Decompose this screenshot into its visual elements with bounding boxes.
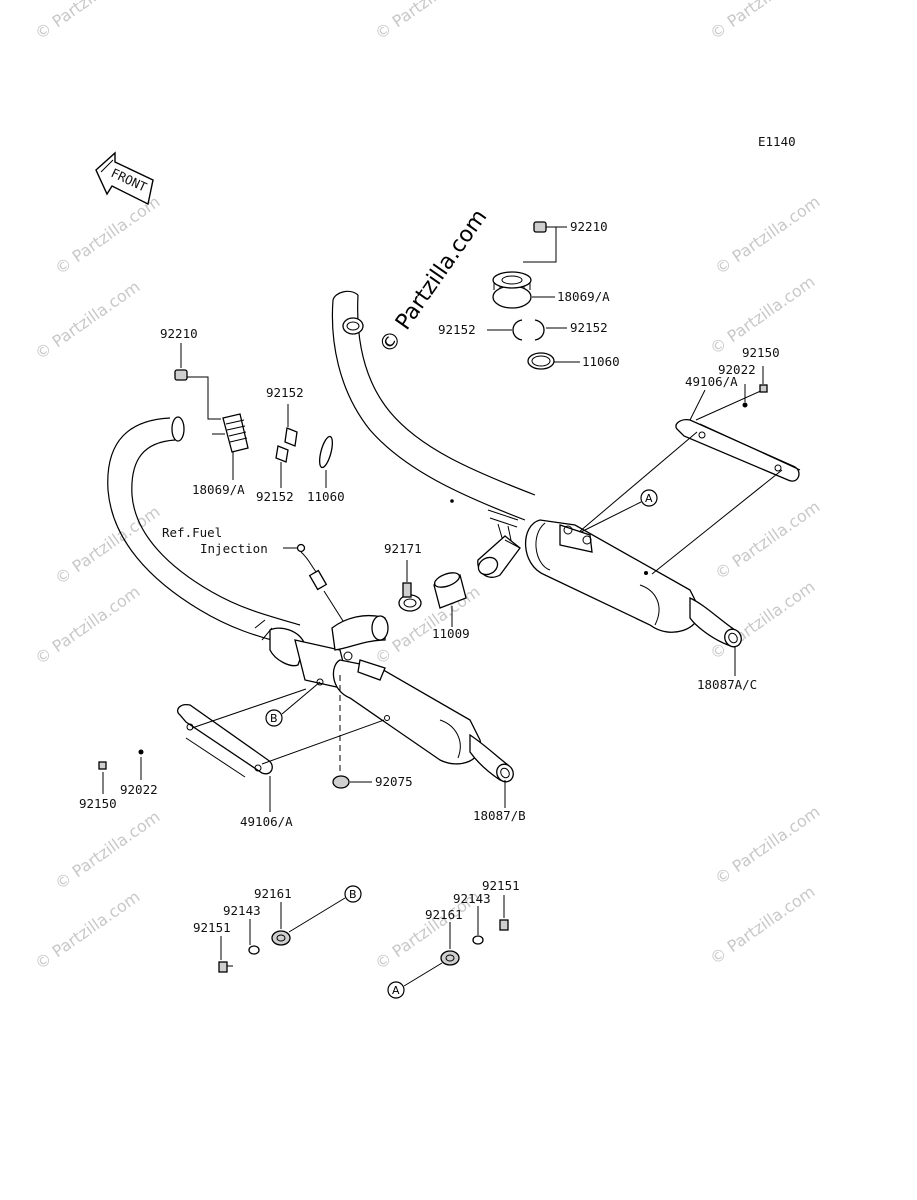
part-label-18069a-left: 18069/A xyxy=(192,482,245,497)
part-label-11060-top: 11060 xyxy=(582,354,620,369)
part-label-92143-right: 92143 xyxy=(453,891,491,906)
callout-b-label-lower: B xyxy=(349,888,357,901)
part-label-92152-top-left: 92152 xyxy=(438,322,476,337)
front-heat-shield xyxy=(176,688,385,812)
front-muffler xyxy=(332,659,514,808)
callout-a-label: A xyxy=(645,492,653,505)
watermark-layer: © Partzilla.com © Partzilla.com © Partzi… xyxy=(31,0,823,973)
callout-b-marker xyxy=(265,709,283,727)
watermark: © Partzilla.com xyxy=(711,802,823,888)
nut-92210-left xyxy=(174,343,221,420)
part-label-92210-left: 92210 xyxy=(160,326,198,341)
watermark: © Partzilla.com xyxy=(31,887,143,973)
callout-a-label-lower: A xyxy=(392,984,400,997)
part-label-92171: 92171 xyxy=(384,541,422,556)
front-arrow-icon: FRONT xyxy=(95,151,154,206)
part-label-92161-right: 92161 xyxy=(425,907,463,922)
watermark: © Partzilla.com xyxy=(31,582,143,668)
watermark: © Partzilla.com xyxy=(711,497,823,583)
part-label-92022-right: 92022 xyxy=(718,362,756,377)
callout-b-marker-lower xyxy=(344,885,362,903)
gasket-11060-left xyxy=(318,435,334,488)
connector-pipe xyxy=(477,535,521,578)
flange-18069a-top xyxy=(492,271,555,309)
part-label-92161-left: 92161 xyxy=(254,886,292,901)
watermark: © Partzilla.com xyxy=(711,192,823,278)
collars-92152-left xyxy=(275,404,298,488)
callout-a-marker-lower xyxy=(387,981,405,999)
damper-92075 xyxy=(332,675,372,789)
hardware-group-b xyxy=(218,897,346,973)
part-label-92143-left: 92143 xyxy=(223,903,261,918)
part-label-92152-top-right: 92152 xyxy=(570,320,608,335)
front-exhaust-pipe xyxy=(107,416,389,691)
part-label-92151-left: 92151 xyxy=(193,920,231,935)
pipe-outlet-ring xyxy=(342,317,364,335)
collars-92152-top xyxy=(487,319,567,341)
part-label-92075: 92075 xyxy=(375,774,413,789)
part-label-92022-left: 92022 xyxy=(120,782,158,797)
oxygen-sensor xyxy=(296,543,351,633)
part-label-18069a-top: 18069/A xyxy=(557,289,610,304)
rear-exhaust-pipe xyxy=(331,290,536,549)
note-line2: Injection xyxy=(200,541,268,556)
watermark: © Partzilla.com xyxy=(51,807,163,893)
watermark: © Partzilla.com xyxy=(706,577,818,663)
flange-18069a-left xyxy=(212,413,249,480)
watermark: © Partzilla.com xyxy=(51,192,163,278)
part-label-11009: 11009 xyxy=(432,626,470,641)
bolt-92150-right xyxy=(742,366,768,408)
rear-heat-shield xyxy=(578,389,801,575)
watermark: © Partzilla.com xyxy=(31,277,143,363)
clamp-92171 xyxy=(398,560,422,612)
bolt-92150-left xyxy=(98,749,144,794)
part-label-92152-mid-top: 92152 xyxy=(266,385,304,400)
callout-b-label: B xyxy=(270,712,278,725)
callout-a-marker xyxy=(640,489,658,507)
part-label-49106a-left: 49106/A xyxy=(240,814,293,829)
part-label-92210-top: 92210 xyxy=(570,219,608,234)
part-label-92150-left: 92150 xyxy=(79,796,117,811)
nut-92210-top xyxy=(523,221,567,263)
part-label-11060-mid: 11060 xyxy=(307,489,345,504)
note-line1: Ref.Fuel xyxy=(162,525,222,540)
watermark: © Partzilla.com xyxy=(706,882,818,968)
diagram-code: E1140 xyxy=(758,134,796,149)
part-label-92152-mid-bottom: 92152 xyxy=(256,489,294,504)
part-label-92151-right: 92151 xyxy=(482,878,520,893)
hardware-group-a xyxy=(403,895,509,987)
gasket-11009 xyxy=(433,572,467,627)
gasket-11060-top xyxy=(527,352,580,370)
part-label-18087ac: 18087A/C xyxy=(697,677,757,692)
watermark: © Partzilla.com xyxy=(51,502,163,588)
part-label-92150-right: 92150 xyxy=(742,345,780,360)
watermark: © Partzilla.com xyxy=(371,0,483,43)
rear-muffler xyxy=(524,519,742,648)
part-label-49106a-right: 49106/A xyxy=(685,374,738,389)
part-label-18087b: 18087/B xyxy=(473,808,526,823)
watermark: © Partzilla.com xyxy=(706,0,818,43)
watermark: © Partzilla.com xyxy=(31,0,143,43)
